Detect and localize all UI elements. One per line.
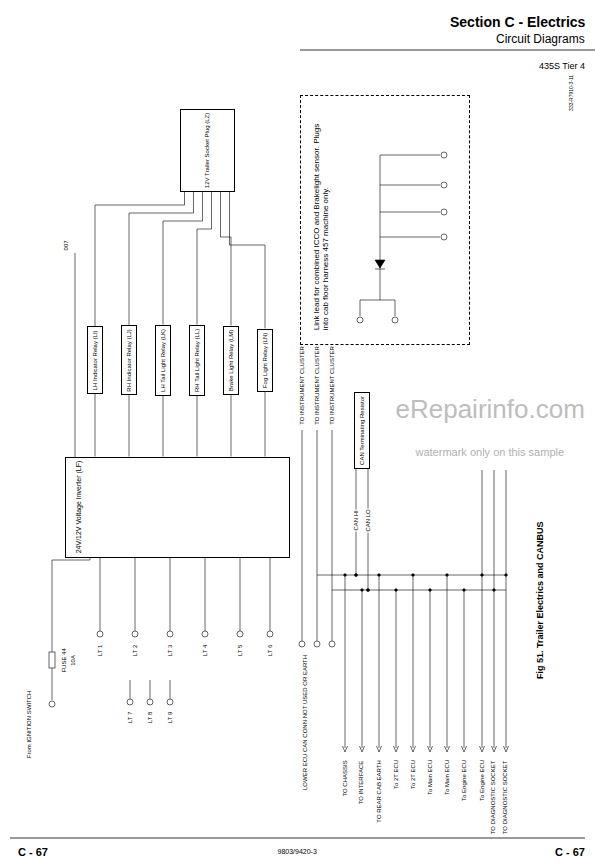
wire — [129, 395, 130, 457]
wire — [197, 192, 212, 325]
wire-label: LT 9 — [167, 712, 174, 723]
relay-box: Fog Light Relay (LN) — [257, 329, 273, 392]
wire-label: TO DIAGNOSTIC SOCKET — [490, 760, 497, 834]
wire-label: CAN LO — [365, 508, 372, 532]
wire-label: From IGNITION SWITCH — [26, 690, 33, 758]
footer-rule — [10, 838, 585, 839]
node-label: Fog Light Relay (LN) — [262, 332, 269, 387]
terminal — [441, 152, 447, 158]
node-label: Link lead for combined ICCO and Brakelig… — [312, 110, 330, 330]
wire-label: TO INSTRUMENT CLUSTER — [328, 346, 335, 425]
node-label: Brake Light Relay (LM) — [228, 329, 235, 390]
terminal — [441, 182, 447, 188]
wire-label: TO DIAGNOSTIC SOCKET — [502, 760, 509, 834]
wire-label: TO INSTRUMENT CLUSTER — [313, 346, 320, 425]
wire-label: LT 1 — [97, 645, 104, 656]
relay-box: RH Indicator Relay (LJ) — [121, 325, 137, 395]
terminal — [357, 317, 363, 323]
wire-label: 10A — [69, 655, 76, 666]
wire-label: LOWER ECU CAN CONN NOT USED OR EARTH — [302, 655, 309, 790]
note-box: Link lead for combined ICCO and Brakelig… — [300, 95, 470, 345]
terminal — [441, 234, 447, 240]
terminal — [49, 701, 55, 707]
link-lead-wires — [360, 155, 440, 316]
wire — [163, 192, 203, 325]
voltage-inverter: 24V/12V Voltage Inverter (LF) — [65, 457, 290, 558]
node-label: RH Tail Light Relay (LL) — [194, 328, 201, 391]
node-label: RH Indicator Relay (LJ) — [126, 329, 133, 391]
wire — [265, 392, 266, 457]
wire-label: To 2T ECU — [393, 760, 400, 789]
wire-label: To 2T ECU — [410, 760, 417, 789]
wire-label: TO INSTRUMENT CLUSTER — [298, 346, 305, 425]
wire-label: 435S Tier 4 — [539, 61, 585, 71]
section-title: Section C - Electrics — [450, 14, 585, 30]
figure-caption: Fig 51. Trailer Electrics and CANBUS — [535, 521, 545, 679]
relay-box: Brake Light Relay (LM) — [223, 326, 239, 395]
wire — [95, 192, 185, 327]
canbus-lines — [317, 575, 506, 590]
wire-label: LT 2 — [132, 645, 139, 656]
wire-label: eRepairinfo.com — [396, 395, 585, 425]
node-label: 12V Trailer Socket Plug (LZ) — [204, 112, 211, 187]
wire-label: 333-R7910-3-11 — [569, 75, 575, 111]
wire-label: FUSE 44 — [61, 648, 68, 672]
wire-label: To Main ECU — [427, 760, 434, 795]
wire-label: LT 5 — [237, 645, 244, 656]
node-label: CAN Terminating Resistor — [359, 395, 366, 464]
trailer-socket: 12V Trailer Socket Plug (LZ) — [180, 109, 235, 192]
header-rule — [300, 50, 595, 51]
node-label: LH Indicator Relay (LI) — [92, 330, 99, 390]
relay-box: RH Tail Light Relay (LL) — [189, 325, 205, 396]
fuse-symbol — [49, 652, 55, 668]
wire-label: LT 7 — [127, 712, 134, 723]
wire — [197, 396, 198, 457]
wire-label: LT 8 — [147, 712, 154, 723]
wire-label: 007 — [63, 240, 70, 250]
wire-label: To Engine ECU — [479, 760, 486, 801]
wire-label: TO REAR CAB EARTH — [376, 760, 383, 822]
feed-wire — [75, 253, 76, 470]
node-label: 24V/12V Voltage Inverter (LF) — [75, 461, 83, 554]
wire-label: LT 3 — [167, 645, 174, 656]
wire-label: C - 67 — [18, 846, 48, 859]
diode-symbol — [375, 260, 385, 269]
terminal — [441, 209, 447, 215]
relay-box: LH Indicator Relay (LI) — [87, 326, 103, 394]
wire-label: TO CHASSIS — [342, 760, 349, 796]
wire — [231, 395, 232, 457]
wire-label: To Engine ECU — [461, 760, 468, 801]
wire-label: 9803/9420-3 — [278, 848, 317, 856]
wire — [163, 396, 164, 457]
inverter-wires — [97, 545, 273, 705]
wire-label: To Main ECU — [444, 760, 451, 795]
fuse-wire — [52, 545, 90, 700]
canbus-wires — [299, 430, 509, 752]
wire — [129, 192, 194, 326]
wire — [95, 394, 96, 457]
wire-label: LT 6 — [267, 645, 274, 656]
junction-dot — [367, 589, 370, 592]
wire-label: TO INTERFACE — [358, 760, 365, 804]
wire — [230, 192, 266, 329]
terminal — [392, 317, 398, 323]
node-label: LH Tail Light Relay (LK) — [160, 328, 167, 391]
wire-label: C - 67 — [555, 846, 585, 859]
wire-label: Circuit Diagrams — [496, 33, 585, 47]
wire-label: CAN HI — [353, 509, 360, 531]
relay-box: LH Tail Light Relay (LK) — [155, 325, 171, 396]
wire-label: LT 4 — [202, 645, 209, 656]
terminating-resistor: CAN Terminating Resistor — [354, 392, 370, 469]
junction-dot — [355, 574, 358, 577]
wire-label: watermark only on this sample — [416, 446, 565, 459]
